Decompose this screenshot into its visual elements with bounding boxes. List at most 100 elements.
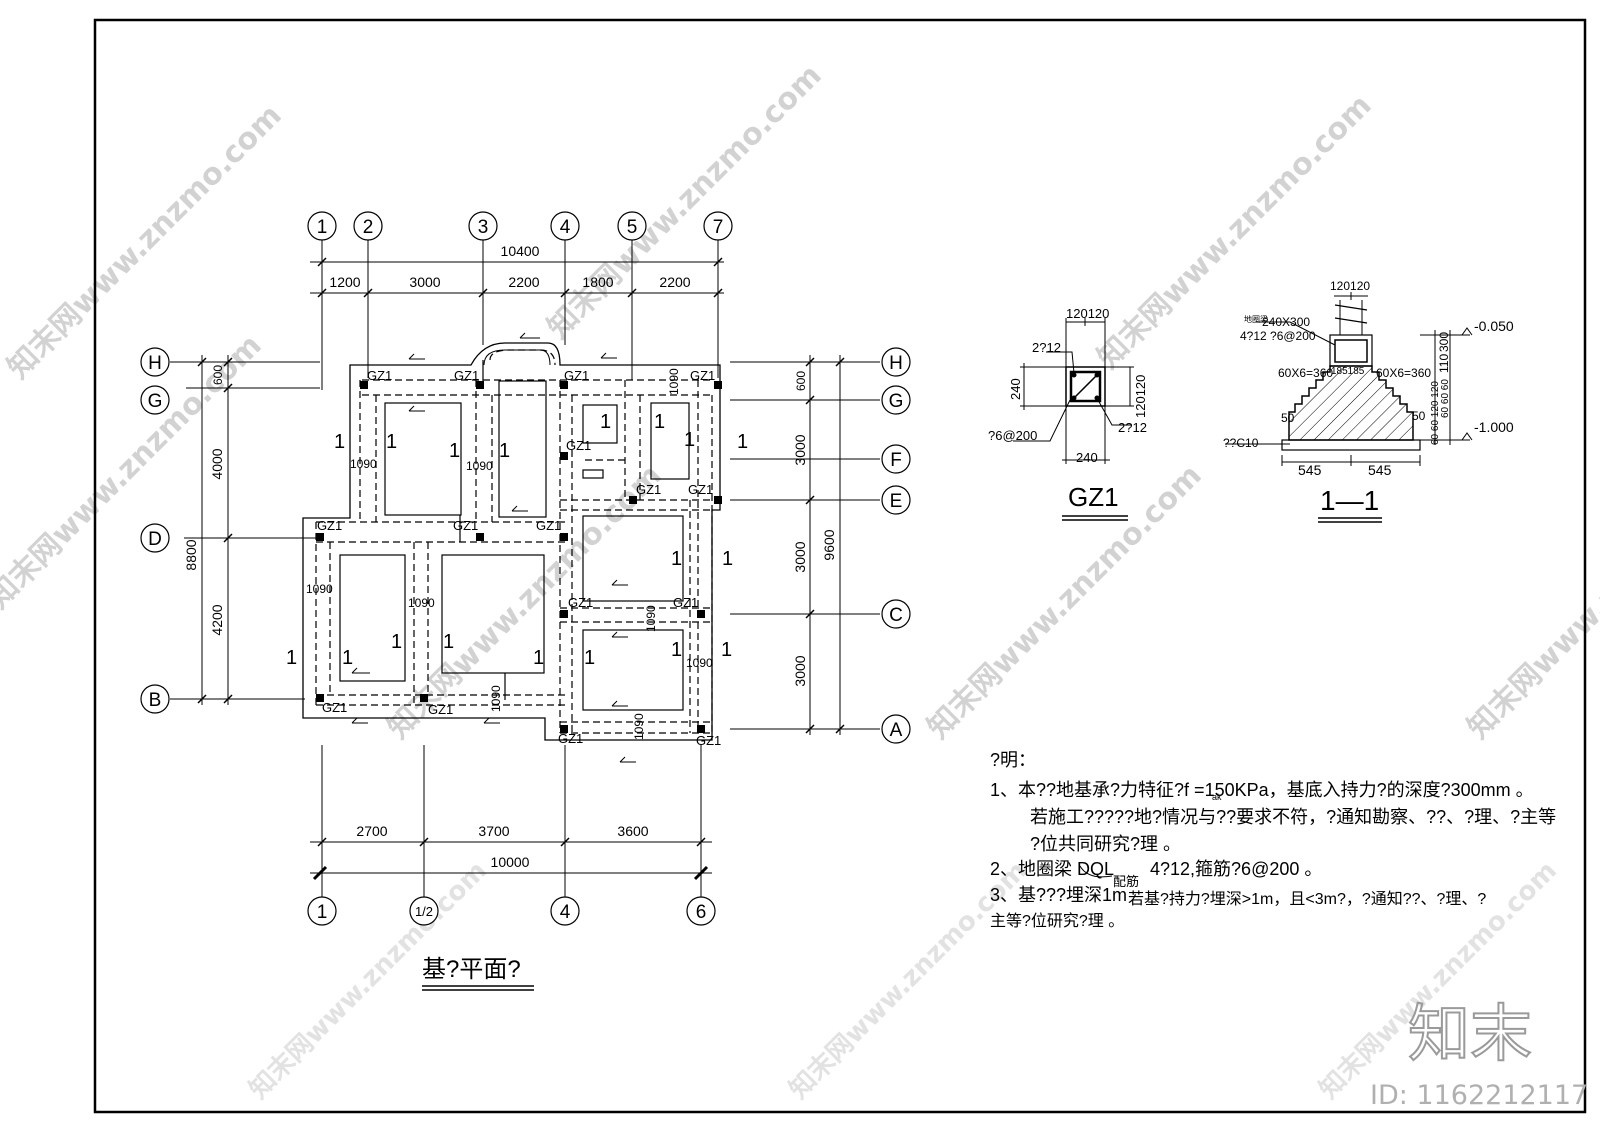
column-tag: GZ1 (367, 368, 392, 383)
dim-bottom: 3700 (478, 823, 509, 839)
gz1-detail (1013, 318, 1134, 521)
section-base-right: 545 (1368, 462, 1392, 478)
gz1-labels: 120120 2?12 240 120120 ?6@200 2?12 240 G… (988, 306, 1148, 512)
section-tag: 1 (449, 440, 460, 462)
section-tag: 1 (671, 639, 682, 661)
notes-heading: ?明： (990, 750, 1036, 770)
dim-left: 600 (211, 365, 225, 385)
section-dim-steps: 60 60 60 (1440, 379, 1451, 418)
note-3: 3、基???埋深1m (990, 885, 1127, 905)
section-elev-bottom: -1.000 (1474, 419, 1514, 435)
axis-label-bottom: 6 (696, 902, 707, 923)
section-base-left: 545 (1298, 462, 1322, 478)
column-tag: GZ1 (536, 518, 561, 533)
axis-label-right: C (889, 605, 903, 626)
section-step-mid: 185185 (1331, 366, 1365, 377)
axis-label-right: F (890, 450, 902, 471)
column-tag: GZ1 (454, 368, 479, 383)
gz1-right-dim: 120120 (1133, 375, 1148, 418)
axis-label-top: 5 (627, 217, 638, 238)
dim-top: 2200 (508, 274, 539, 290)
section-elev-top: -0.050 (1474, 318, 1514, 334)
section-tag: 1 (600, 411, 611, 433)
section-side-right: 50 (1412, 409, 1426, 423)
column-tag: GZ1 (688, 482, 713, 497)
dim-left: 4200 (209, 604, 225, 635)
section-beam-size: 240X300 (1262, 315, 1310, 329)
dim-top: 2200 (659, 274, 690, 290)
section-tag: 1 (737, 431, 748, 453)
column-tag: GZ1 (568, 595, 593, 610)
axis-label-top: 4 (560, 217, 571, 238)
column-tag: GZ1 (673, 595, 698, 610)
image-id: ID: 1162212117 (1370, 1080, 1588, 1111)
dim-total-right: 9600 (821, 529, 837, 560)
brand-logo: 知末 (1408, 997, 1532, 1070)
axis-label-left: D (148, 529, 162, 550)
section-side-left: 50 (1281, 411, 1295, 425)
note-1-line-3: ?位共同研究?理 。 (1030, 834, 1181, 854)
section-tag: 1 (342, 647, 353, 669)
column-tag: GZ1 (566, 438, 591, 453)
foundation-plan (140, 211, 911, 926)
axis-labels: 1 2 3 4 5 7 1 1/2 4 6 H G D B H G F E C … (148, 217, 904, 923)
gz1-bottom-rebar: 2?12 (1118, 420, 1147, 435)
gz1-bottom-dim: 240 (1076, 450, 1098, 465)
note-1-line-2: 若施工?????地?情况与??要求不符，?通知勘察、??、?理、?主等 (1030, 807, 1556, 827)
width-tag: 1090 (466, 459, 493, 473)
section-tag: 1 (671, 548, 682, 570)
section-tag: 1 (391, 631, 402, 653)
axis-label-top: 2 (363, 217, 374, 238)
design-notes: ?明： 1、本??地基承?力特征?f =150KPa，基底入持力?的深度?300… (990, 750, 1556, 930)
column-tag: GZ1 (564, 368, 589, 383)
axis-label-right: E (890, 491, 903, 512)
note-2: 2、地圈梁 DQL (990, 859, 1114, 879)
axis-label-right: G (889, 391, 904, 412)
section-tag: 1 (386, 431, 397, 453)
width-tag: 1090 (306, 582, 333, 596)
note-3-rest: 若基?持力?埋深>1m，且<3m?，?通知??、?理、? (1128, 890, 1486, 908)
dim-total-left: 8800 (183, 539, 199, 570)
section-arrows (351, 332, 636, 763)
dim-top: 1800 (582, 274, 613, 290)
gz1-stirrup: ?6@200 (988, 428, 1037, 443)
section-1-1 (1225, 292, 1473, 523)
section-dim-110: 110 (1437, 354, 1451, 373)
dim-top: 1200 (329, 274, 360, 290)
section-tag: 1 (722, 548, 733, 570)
section-tag: 1 (286, 647, 297, 669)
width-tag: 1090 (686, 656, 713, 670)
section-tag: 1 (499, 440, 510, 462)
axis-label-right: A (890, 720, 903, 741)
axis-label-left: H (148, 353, 162, 374)
section-beam-rebar: 4?12 ?6@200 (1240, 329, 1316, 343)
section-labels: 120120 地圈梁 240X300 4?12 ?6@200 60X6=360 … (1223, 279, 1514, 516)
section-beam-label: 地圈梁 (1244, 314, 1268, 324)
section-dim-steps2: 60 60 120 120 (1430, 381, 1441, 445)
gz1-title: GZ1 (1068, 482, 1119, 512)
section-tag: 1 (584, 647, 595, 669)
plan-title: 基?平面? (422, 956, 521, 983)
brand-watermark: 知末 ID: 1162212117 (1370, 996, 1588, 1111)
column-tag: GZ1 (696, 733, 721, 748)
section-tag: 1 (684, 429, 695, 451)
axis-label-top: 1 (317, 217, 328, 238)
section-tag: 1 (533, 647, 544, 669)
axis-label-right: H (889, 353, 903, 374)
axis-label-top: 7 (713, 217, 724, 238)
section-top-dim: 120120 (1330, 279, 1370, 293)
section-title: 1—1 (1320, 485, 1379, 516)
column-tag: GZ1 (558, 731, 583, 746)
width-tag: 1090 (632, 713, 646, 740)
section-step-left: 60X6=360 (1278, 366, 1333, 380)
axis-label-left: B (149, 690, 162, 711)
dim-right: 3000 (792, 434, 808, 465)
axis-label-bottom: 1/2 (415, 904, 433, 919)
plan-tags: GZ1 GZ1 GZ1 GZ1 GZ1 GZ1 GZ1 GZ1 GZ1 GZ1 … (317, 368, 721, 748)
width-tag: 1090 (667, 368, 681, 395)
section-tag: 1 (334, 431, 345, 453)
note-2-small: 配筋 (1113, 874, 1139, 889)
plan-width-tags: 1090 1090 1090 1090 1090 1090 1090 1090 … (306, 368, 713, 740)
section-tag: 1 (654, 411, 665, 433)
